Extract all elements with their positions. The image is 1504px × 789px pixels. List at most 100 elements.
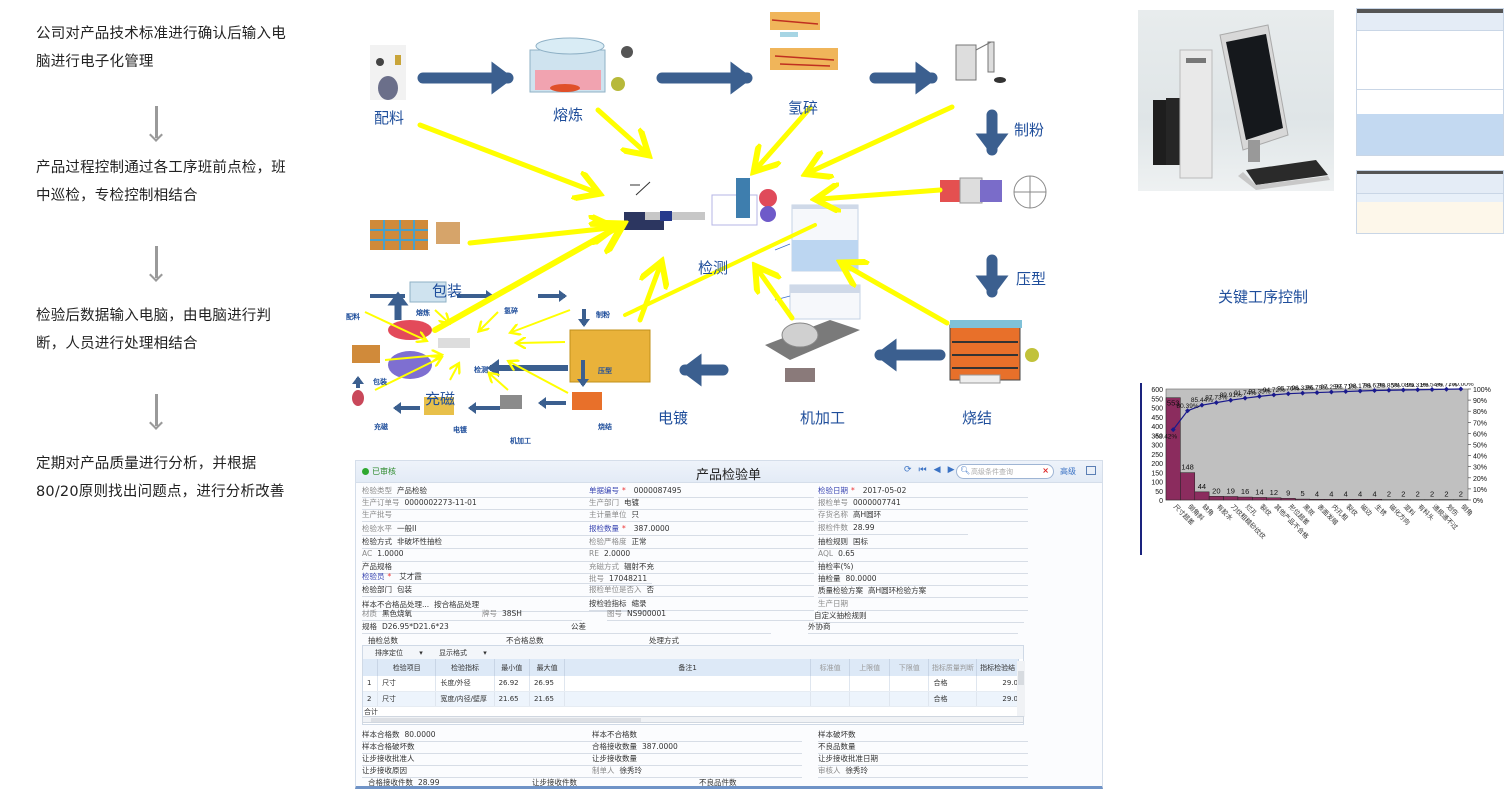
advanced-search-link[interactable]: 高级	[1060, 467, 1076, 476]
table-cell[interactable]: 尺寸	[377, 691, 437, 707]
field-chanpin-guige[interactable]: 产品规格	[362, 561, 652, 574]
column-header[interactable]	[363, 659, 379, 676]
field-cunhuo-mingcheng[interactable]: 存货名称高H圆环	[818, 509, 1028, 522]
table-cell[interactable]	[849, 691, 890, 707]
field-shengchan-riqi[interactable]: 生产日期	[818, 598, 1028, 611]
table-cell[interactable]: 合格	[928, 676, 978, 692]
field-buliang-shuliang[interactable]: 不良品数量	[818, 741, 1028, 754]
field-jianyan-leixing[interactable]: 检验类型产品检验	[362, 485, 652, 498]
sort-locate-button[interactable]: 排序定位 ▾	[375, 649, 423, 657]
field-zidong-guize[interactable]: 自定义抽检规则	[814, 610, 1024, 623]
field-rangbu-shuliang[interactable]: 让步接收数量	[592, 753, 802, 766]
field-jianyan-bumen[interactable]: 检验部门包装	[362, 584, 652, 597]
field-rangbu-jianshu[interactable]: 让步接收件数	[532, 777, 582, 789]
table-cell[interactable]	[889, 676, 930, 692]
table-cell[interactable]: 26.95	[529, 676, 566, 692]
table-cell[interactable]	[810, 676, 851, 692]
refresh-icon[interactable]: ⟳	[904, 465, 912, 475]
field-buliang-jianshu[interactable]: 不良品件数	[699, 777, 742, 789]
table-cell[interactable]	[564, 676, 811, 692]
next-record-icon[interactable]: ▶	[947, 465, 955, 475]
table-cell[interactable]: 21.65	[494, 691, 530, 707]
field-choujian-lv[interactable]: 抽检率(%)	[818, 561, 1028, 574]
column-header[interactable]: 标准值	[810, 659, 851, 676]
prev-record-icon[interactable]: ◀	[933, 465, 941, 475]
field-shengchan-bumen[interactable]: 生产部门电镀	[589, 497, 814, 510]
table-cell[interactable]	[849, 676, 890, 692]
field-yangben-hege-pohuai[interactable]: 样本合格破坏数	[362, 741, 652, 754]
field-shenheren[interactable]: 审核人徐秀玲	[818, 765, 1028, 778]
stage-label-diandu: 电镀	[658, 409, 689, 427]
field-caizhi[interactable]: 材质黑色烧氧	[362, 608, 482, 621]
table-cell[interactable]: 26.92	[494, 676, 530, 692]
field-jianyan-guize[interactable]: 抽检规则国标	[818, 536, 1028, 549]
field-baojian-danwei[interactable]: 报检单位是否入否	[589, 584, 814, 597]
field-jianyan-riqi[interactable]: 检验日期*2017-05-02	[818, 485, 1028, 498]
field-zhiliang-fangan[interactable]: 质量检验方案高H圆环检验方案	[818, 585, 1028, 598]
field-jianyanyuan[interactable]: 检验员*艾才霞	[362, 571, 652, 584]
field-yangben-chuli[interactable]: 样本不合格品处理...按合格品处理	[362, 599, 652, 612]
field-rangbu-yuanyin[interactable]: 让步接收原因	[362, 765, 652, 778]
column-header[interactable]: 上限值	[849, 659, 890, 676]
field-jianyan-shuiping[interactable]: 检验水平一般II	[362, 523, 652, 536]
field-baojian-shuliang[interactable]: 报检数量*387.0000	[589, 523, 814, 536]
field-jianyan-yangedu[interactable]: 检验严格度正常	[589, 536, 814, 549]
layout-grid-icon[interactable]	[1086, 466, 1096, 475]
table-cell[interactable]: 2	[363, 691, 379, 707]
field-gongcha[interactable]: 公差	[571, 621, 771, 634]
column-header[interactable]: 检验项目	[377, 659, 437, 676]
field-zhidanren[interactable]: 制单人徐秀玲	[592, 765, 802, 778]
clear-search-icon[interactable]: ×	[1042, 466, 1049, 475]
field-danju-bianhao[interactable]: 单据编号*0000087495	[589, 485, 814, 498]
column-header[interactable]: 指标质量判断	[928, 659, 978, 676]
table-cell[interactable]: 29.0	[976, 691, 1019, 707]
table-horizontal-scrollbar[interactable]	[362, 716, 1024, 723]
first-record-icon[interactable]: ⏮	[918, 465, 927, 475]
column-header[interactable]: 下限值	[889, 659, 930, 676]
table-vertical-scrollbar[interactable]	[1017, 661, 1025, 717]
display-format-button[interactable]: 显示格式 ▾	[438, 649, 487, 657]
field-qijian-biaozhun[interactable]: 按检验指标缩录	[589, 598, 814, 611]
field-yangben-buhege[interactable]: 样本不合格数	[592, 729, 802, 742]
column-header[interactable]: 最小值	[494, 659, 530, 676]
field-shengchan-pihao[interactable]: 生产批号	[362, 509, 652, 522]
column-header[interactable]: 指标检验结	[976, 659, 1019, 676]
field-jianyan-fangshi[interactable]: 检验方式非破坏性抽检	[362, 536, 652, 549]
field-chongci-fangshi[interactable]: 充磁方式辐射不充	[589, 561, 814, 574]
table-cell[interactable]	[889, 691, 930, 707]
table-cell[interactable]: 合格	[928, 691, 978, 707]
table-cell[interactable]: 1	[363, 676, 379, 692]
search-input[interactable]: 🔍︎ 高级条件查询 ×	[956, 464, 1054, 479]
field-rangbu-pizhun-riqi[interactable]: 让步接收批准日期	[818, 753, 1028, 766]
field-rangbu-pizhun[interactable]: 让步接收批准人	[362, 753, 652, 766]
table-cell[interactable]	[810, 691, 851, 707]
field-yangben-pohuai[interactable]: 样本破坏数	[818, 729, 1028, 742]
table-cell[interactable]: 21.65	[529, 691, 566, 707]
table-cell[interactable]: 尺寸	[377, 676, 437, 692]
column-header[interactable]: 备注1	[564, 659, 811, 676]
field-waixie[interactable]: 外协商	[808, 621, 1018, 634]
column-header[interactable]: 检验指标	[435, 659, 495, 676]
field-zhu-jiliang-danwei[interactable]: 主计量单位只	[589, 509, 814, 522]
table-cell[interactable]: 29.0	[976, 676, 1019, 692]
table-cell[interactable]: 长度/外径	[435, 676, 495, 692]
column-header[interactable]: 最大值	[529, 659, 566, 676]
table-cell[interactable]	[564, 691, 811, 707]
table-cell[interactable]: 宽度/内径/壁厚	[435, 691, 495, 707]
